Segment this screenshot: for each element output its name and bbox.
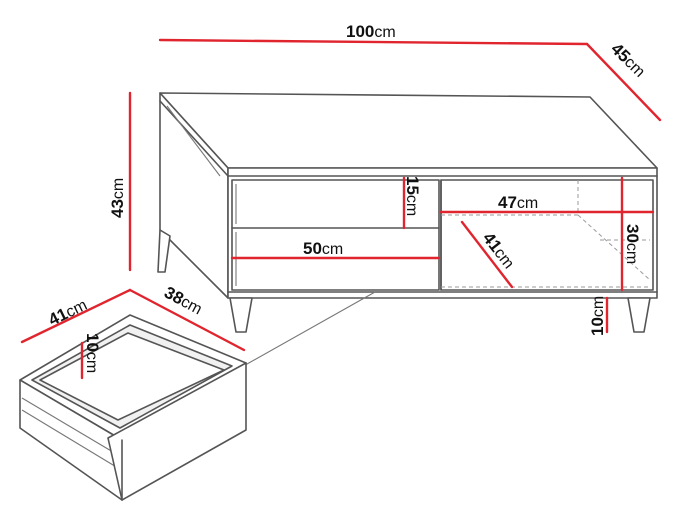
label-drawer-front-height: 15cm — [403, 176, 422, 216]
dimension-lines — [20, 38, 662, 380]
leg-front-right — [627, 297, 651, 333]
dim-line-drawer-box-width — [128, 288, 246, 352]
label-drawer-box-depth: 41cm — [45, 295, 90, 330]
leg-back-left — [157, 229, 171, 273]
dim-line-width — [158, 38, 589, 46]
label-drawer-box-width: 38cm — [161, 283, 205, 319]
label-width: 100cm — [346, 22, 396, 41]
label-shelf-height: 30cm — [623, 224, 642, 264]
dim-line-drawer-box-depth — [20, 288, 132, 344]
label-drawer-width: 50cm — [303, 239, 343, 258]
drawer-detail-drawing — [19, 314, 247, 501]
label-leg-height: 10cm — [588, 296, 607, 336]
drawer-box-front — [107, 362, 247, 501]
label-depth: 45cm — [607, 39, 649, 81]
leg-front-left — [229, 297, 253, 333]
detail-pointer-line — [239, 291, 376, 369]
open-shelf-compartment — [440, 179, 654, 291]
label-shelf-width: 47cm — [498, 193, 538, 212]
cabinet-top — [159, 92, 658, 169]
dim-line-depth — [585, 42, 662, 122]
label-height: 43cm — [108, 178, 127, 218]
dim-line-shelf-depth — [460, 220, 514, 289]
label-drawer-box-height: 10cm — [83, 333, 102, 373]
